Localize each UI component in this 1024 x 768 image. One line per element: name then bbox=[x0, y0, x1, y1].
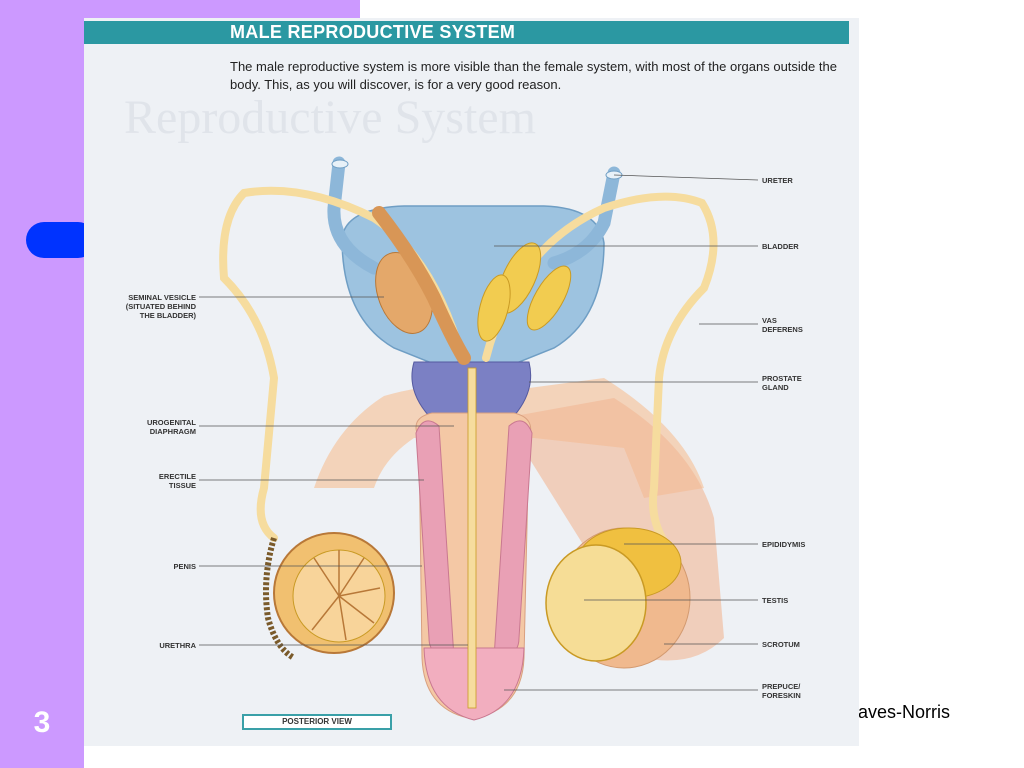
background-heading: Reproductive System bbox=[124, 91, 536, 144]
epididymis-left bbox=[263, 537, 296, 661]
urethra bbox=[467, 367, 477, 709]
leader-lines-left bbox=[199, 296, 468, 646]
label-prostate-gland: PROSTATE GLAND bbox=[762, 374, 802, 392]
posterior-view-label: POSTERIOR VIEW bbox=[282, 717, 352, 726]
leader-lines-right bbox=[494, 174, 759, 691]
testis-right bbox=[545, 544, 647, 662]
page-title: MALE REPRODUCTIVE SYSTEM bbox=[230, 22, 516, 42]
textbook-page: Reproductive System MALE REPRODUCTIVE SY… bbox=[84, 18, 859, 746]
vas-deferens-right bbox=[482, 192, 718, 552]
seminal-vesicle-right-2 bbox=[526, 265, 572, 331]
author-credit: aves-Norris bbox=[858, 702, 951, 722]
testis-left-lobules bbox=[311, 550, 381, 641]
slide-sidebar bbox=[0, 0, 84, 768]
posterior-view-box: POSTERIOR VIEW bbox=[242, 714, 392, 730]
intro-text: The male reproductive system is more vis… bbox=[230, 59, 837, 92]
label-testis: TESTIS bbox=[762, 596, 789, 605]
slide-top-band bbox=[84, 0, 360, 20]
slide-number: 3 bbox=[33, 706, 51, 739]
ampulla-left bbox=[372, 206, 471, 365]
label-scrotum: SCROTUM bbox=[762, 640, 800, 649]
ureter-left-opening bbox=[331, 159, 349, 169]
label-urogenital-diaphragm: UROGENITAL DIAPHRAGM bbox=[146, 418, 196, 436]
label-vas-deferens: VAS DEFERENS bbox=[762, 316, 803, 334]
label-prepuce: PREPUCE/ FORESKIN bbox=[762, 682, 801, 700]
label-seminal-vesicle: SEMINAL VESICLE (SITUATED BEHIND THE BLA… bbox=[125, 293, 196, 320]
label-ureter: URETER bbox=[762, 176, 793, 185]
anatomy-diagram bbox=[199, 156, 759, 721]
ureter-left bbox=[327, 156, 381, 275]
label-bladder: BLADDER bbox=[762, 242, 799, 251]
label-epididymis: EPIDIDYMIS bbox=[762, 540, 806, 549]
title-band: MALE REPRODUCTIVE SYSTEM bbox=[84, 21, 849, 44]
label-penis: PENIS bbox=[173, 562, 196, 571]
label-urethra: URETHRA bbox=[159, 641, 196, 650]
label-erectile-tissue: ERECTILE TISSUE bbox=[158, 472, 196, 490]
seminal-vesicle-right-3 bbox=[477, 274, 511, 342]
